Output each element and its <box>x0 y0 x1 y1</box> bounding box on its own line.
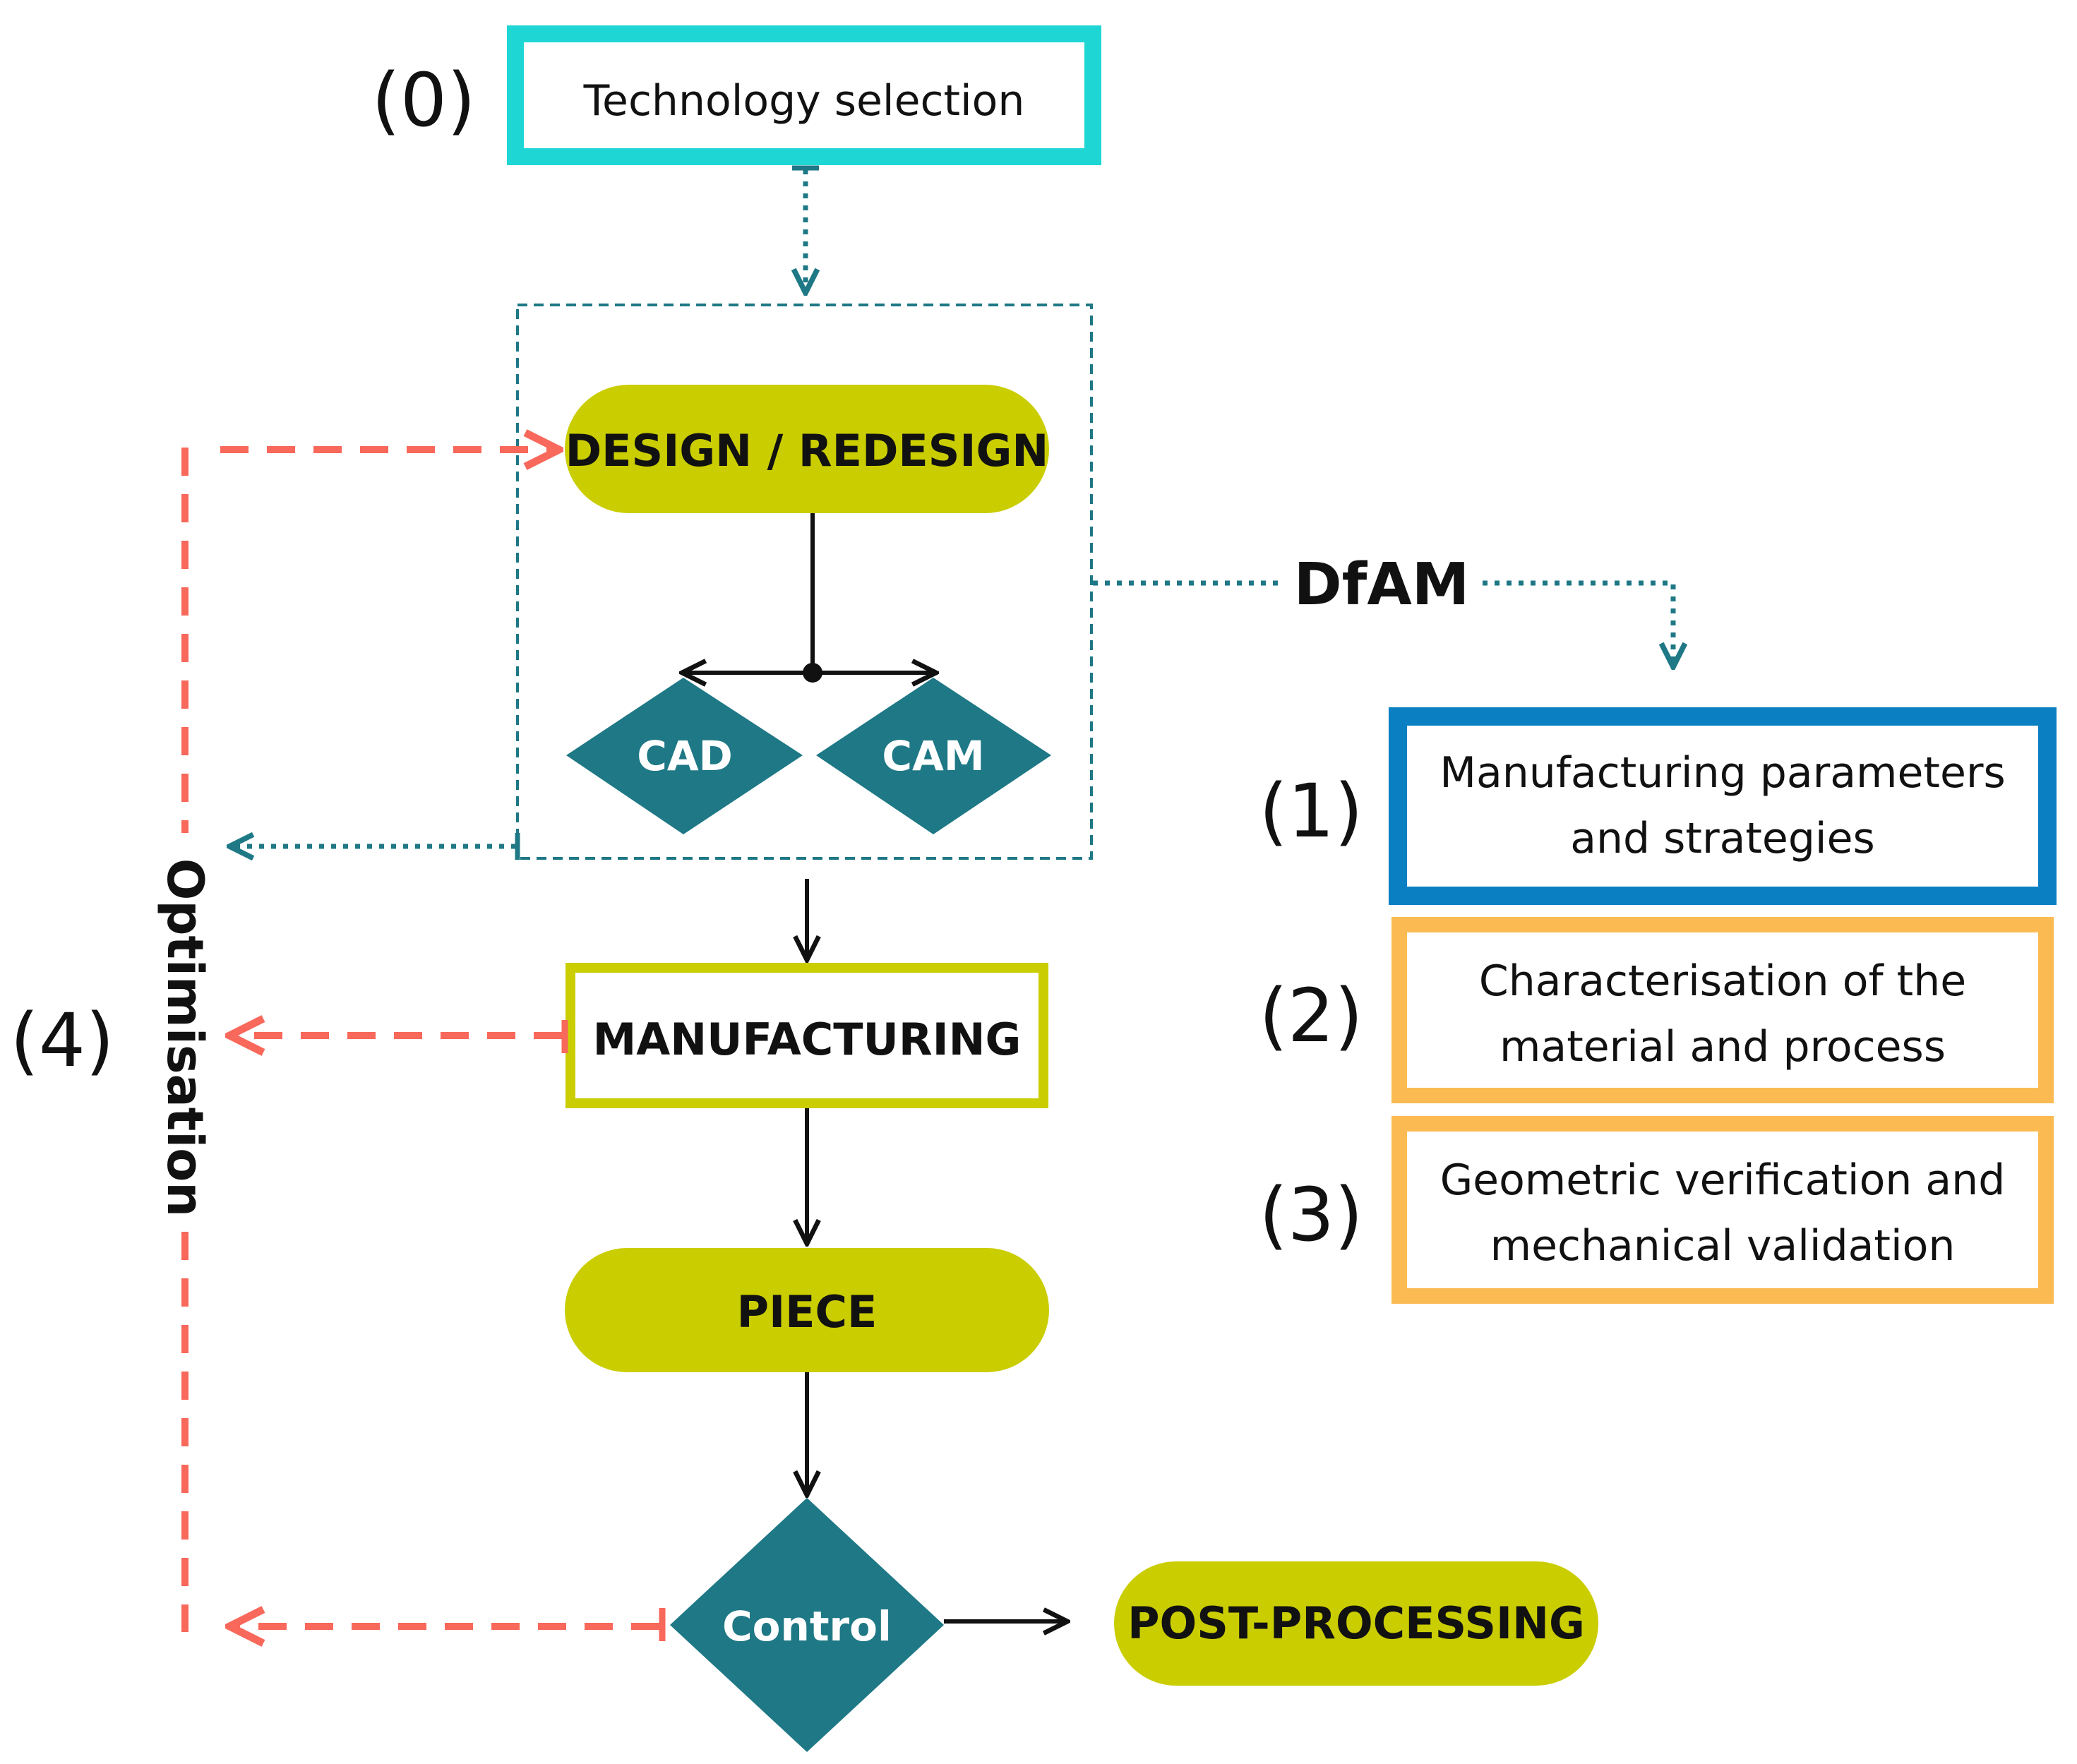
technology-selection-label: Technology selection <box>583 76 1025 126</box>
dfam-item-3-line1: Geometric verification and <box>1440 1156 2006 1205</box>
cad-label: CAD <box>637 732 733 780</box>
cam-node <box>816 678 1051 834</box>
technology-number: (0) <box>371 57 475 143</box>
optimisation-number: (4) <box>10 997 114 1084</box>
design-redesign-label: DESIGN / REDESIGN <box>565 425 1049 476</box>
cad-node <box>566 678 803 834</box>
design-redesign-node <box>565 385 1049 513</box>
manufacturing-label: MANUFACTURING <box>593 1014 1022 1065</box>
dfam-item-3-number: (3) <box>1259 1172 1363 1258</box>
dfam-item-2-line1: Characterisation of the <box>1479 956 1966 1006</box>
control-node <box>670 1498 944 1752</box>
dfam-item-1-box <box>1389 707 2057 905</box>
cam-label: CAM <box>882 732 984 780</box>
control-label: Control <box>722 1602 892 1650</box>
piece-label: PIECE <box>737 1286 878 1338</box>
optimisation-label: Optimisation <box>156 858 214 1217</box>
manufacturing-node <box>565 963 1048 1108</box>
dfam-item-1-line1: Manufacturing parameters <box>1439 748 2006 798</box>
dfam-connector-arrow <box>1483 580 1673 667</box>
post-processing-node <box>1114 1561 1598 1686</box>
design-group-frame <box>516 304 1093 860</box>
dfam-item-3-line2: mechanical validation <box>1490 1221 1956 1271</box>
dfam-item-3-box <box>1391 1116 2054 1304</box>
dfam-label: DfAM <box>1294 551 1470 618</box>
piece-node <box>565 1248 1049 1372</box>
dfam-item-2-box <box>1391 917 2054 1103</box>
dfam-item-2-line2: material and process <box>1500 1022 1946 1072</box>
technology-selection-box <box>507 25 1101 165</box>
split-junction-dot <box>803 663 822 683</box>
dfam-item-1-line2: and strategies <box>1570 814 1875 863</box>
dfam-item-1-number: (1) <box>1259 768 1363 854</box>
post-processing-label: POST-PROCESSING <box>1127 1597 1585 1649</box>
dfam-item-2-number: (2) <box>1259 973 1363 1059</box>
